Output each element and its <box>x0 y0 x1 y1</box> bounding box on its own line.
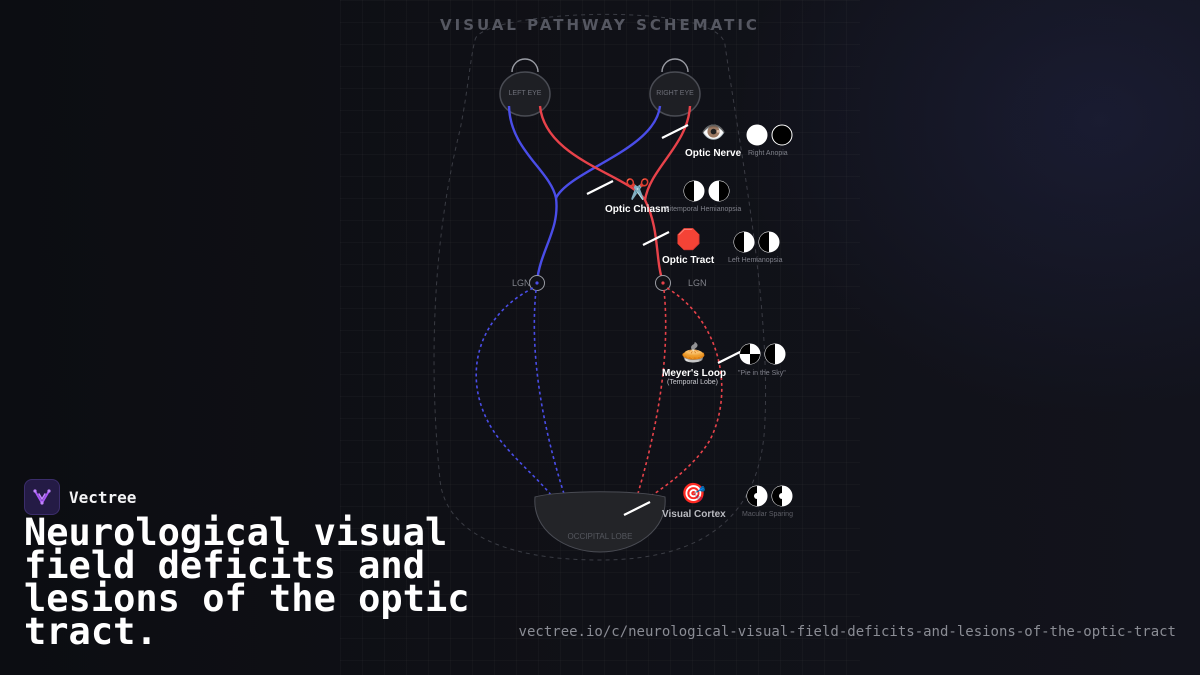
deficit-label-pie-in-the-sky: "Pie in the Sky" <box>738 370 786 377</box>
red-pathway-left-eye <box>538 105 665 283</box>
stop-sign-icon: 🛑 <box>676 227 701 251</box>
lesion-marker-optic-tract <box>642 231 670 246</box>
brand-name: Vectree <box>69 487 137 507</box>
lesion-marker-optic-chiasm <box>586 180 614 195</box>
eye-icon: 👁️ <box>701 120 726 144</box>
target-icon: 🎯 <box>681 481 706 505</box>
deficit-icon-right-anopia <box>746 124 793 146</box>
deficit-icon-bitemporal-hemianopsia <box>683 180 730 202</box>
pie-icon: 🥧 <box>681 340 706 364</box>
deficit-label-left-hemianopsia: Left Hemianopsia <box>728 257 783 264</box>
blue-radiation-outer <box>475 287 556 501</box>
background-grid <box>340 0 860 675</box>
schematic-title: VISUAL PATHWAY SCHEMATIC <box>440 16 760 34</box>
red-radiation-outer <box>644 287 723 501</box>
blue-radiation-inner <box>533 289 567 501</box>
lesion-title-visual-cortex: Visual Cortex <box>662 509 726 520</box>
source-url[interactable]: vectree.io/c/neurological-visual-field-d… <box>518 624 1176 640</box>
brain-outline <box>433 13 766 561</box>
left-eye-label: LEFT EYE <box>508 90 542 97</box>
deficit-label-right-anopia: Right Anopia <box>748 150 788 157</box>
left-lgn-label: LGN <box>512 278 531 288</box>
lesion-title-optic-chiasm: Optic Chiasm <box>605 204 670 215</box>
vectree-logo-icon <box>24 479 60 515</box>
lesion-title-meyers-loop: Meyer's Loop <box>662 368 727 379</box>
brand[interactable]: Vectree <box>24 479 136 515</box>
deficit-label-macular-sparing: Macular Sparing <box>742 511 793 518</box>
left-eye <box>499 58 551 117</box>
deficit-icon-macular-sparing <box>746 485 793 507</box>
lesion-title-optic-tract: Optic Tract <box>662 255 715 266</box>
occipital-lobe <box>534 491 666 553</box>
deficit-icon-left-hemianopsia <box>733 231 780 253</box>
red-pathway-right-eye <box>643 105 692 201</box>
right-eye <box>649 58 701 117</box>
scissors-icon: ✂️ <box>625 177 650 201</box>
lesion-marker-visual-cortex <box>623 501 651 516</box>
lesion-title-optic-nerve: Optic Nerve <box>685 148 742 159</box>
deficit-icon-pie-in-the-sky <box>739 343 786 365</box>
occipital-lobe-label: OCCIPITAL LOBE <box>567 532 633 541</box>
lesion-subtitle-temporal-lobe: (Temporal Lobe) <box>667 379 718 386</box>
right-eye-label: RIGHT EYE <box>656 90 694 97</box>
right-lgn-label: LGN <box>688 278 707 288</box>
red-radiation-inner <box>635 289 667 501</box>
lesion-marker-optic-nerve <box>661 124 689 139</box>
deficit-label-bitemporal-hemianopsia: Bitemporal Hemianopsia <box>665 206 742 213</box>
blue-pathway-right-eye <box>554 105 662 199</box>
page-title: Neurological visual field deficits and l… <box>24 511 470 653</box>
